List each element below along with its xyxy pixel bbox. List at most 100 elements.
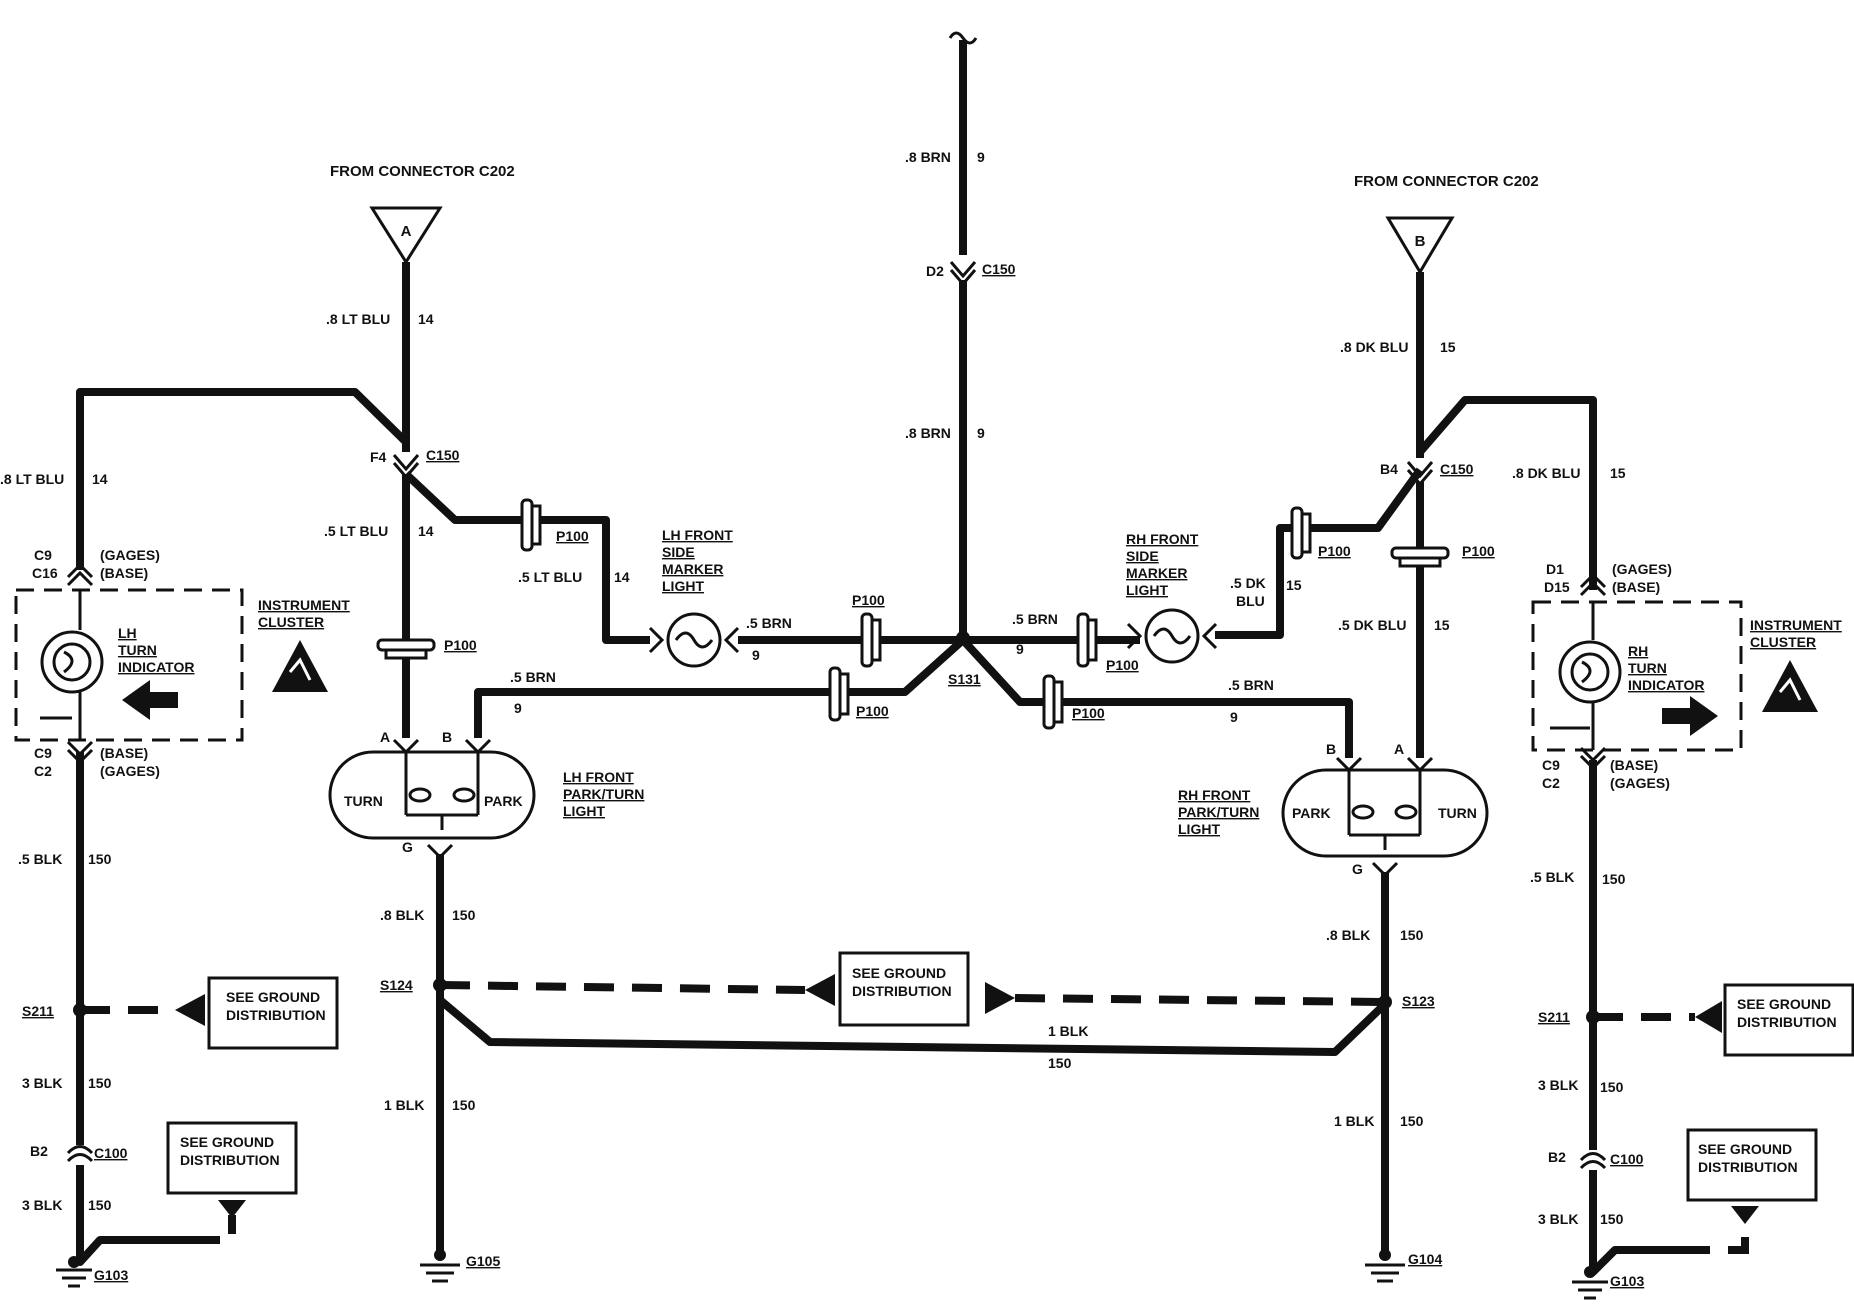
wire-label: .5 BRN (1012, 611, 1058, 627)
box-label-line1: SEE GROUND (1737, 996, 1831, 1012)
from-connector-b-label: FROM CONNECTOR C202 (1354, 173, 1539, 190)
connector-label: P100 (852, 592, 885, 608)
component-label: MARKER (1126, 565, 1187, 581)
variant-label: (GAGES) (100, 763, 160, 779)
wire-lh-cluster-feed (76, 388, 409, 570)
splice-label: S124 (380, 977, 413, 993)
wire-label: .8 BRN (905, 425, 951, 441)
component-label: PARK/TURN (563, 786, 644, 802)
ground-dist-box-s211-left: SEE GROUND DISTRIBUTION (175, 976, 339, 1050)
wire-label: 3 BLK (22, 1075, 62, 1091)
circuit-number: 15 (1286, 577, 1302, 593)
splice-s211-left (73, 1003, 87, 1017)
p100-lh-turn (376, 638, 436, 660)
rh-side-marker-bulb (1126, 608, 1218, 664)
rh-park-turn-light (1281, 756, 1489, 878)
p100-rh-turn (1390, 546, 1450, 568)
pin-label: A (1394, 741, 1404, 757)
lh-arrow-icon (122, 680, 178, 720)
wire-label: 1 BLK (384, 1097, 424, 1113)
ground-g104 (1365, 1249, 1405, 1283)
wire-label: .8 DK BLU (1340, 339, 1408, 355)
wire-s124-s123 (437, 996, 1388, 1056)
box-label-line2: DISTRIBUTION (1737, 1014, 1837, 1030)
rh-instrument-cluster (1531, 600, 1743, 752)
component-label: LIGHT (563, 803, 605, 819)
wire-label: 3 BLK (22, 1197, 62, 1213)
pin-label: B (1326, 741, 1336, 757)
wire-label: .8 DK BLU (1512, 465, 1580, 481)
component-label: MARKER (662, 561, 723, 577)
wire-rh-cluster-feed (1416, 396, 1597, 590)
component-label: LH (118, 625, 137, 641)
component-label: LIGHT (662, 578, 704, 594)
wire-label: BLU (1236, 593, 1265, 609)
circuit-number: 9 (1230, 709, 1238, 725)
circuit-number: 150 (452, 1097, 476, 1113)
box-label-line2: DISTRIBUTION (1698, 1159, 1798, 1175)
wire-label: .5 BLK (1530, 869, 1574, 885)
connector-label: P100 (1072, 705, 1105, 721)
wire-label: .5 DK BLU (1338, 617, 1406, 633)
connector-label: C2 (34, 763, 52, 779)
connector-label: D1 (1546, 561, 1564, 577)
box-label-line1: SEE GROUND (1698, 1141, 1792, 1157)
connector-label: C150 (426, 447, 460, 463)
circuit-number: 150 (88, 851, 112, 867)
lh-side-marker-bulb (648, 612, 740, 668)
splice-label: S131 (948, 671, 981, 687)
ground-label: G105 (466, 1253, 500, 1269)
connector-b-flag: B (1385, 216, 1455, 275)
p100-grommets (376, 498, 1450, 730)
p100-center-right-u (1076, 612, 1098, 668)
component-label: RH FRONT (1126, 531, 1199, 547)
ground-label: G103 (1610, 1273, 1644, 1289)
box-label-line1: SEE GROUND (180, 1134, 274, 1150)
component-label: TURN (1628, 660, 1667, 676)
pin-label: D2 (926, 263, 944, 279)
connector-label: C9 (34, 745, 52, 761)
wire-label: .8 BRN (905, 149, 951, 165)
circuit-number: 14 (614, 569, 630, 585)
esd-warning-icon-right (1762, 660, 1818, 712)
box-label-line2: DISTRIBUTION (226, 1007, 326, 1023)
dash-g103-right (1680, 1222, 1749, 1254)
pin-label: B4 (1380, 461, 1398, 477)
connector-b-letter: B (1415, 233, 1426, 250)
p100-center-upper (860, 612, 882, 668)
ground-dist-box-s211-right: SEE GROUND DISTRIBUTION (1695, 983, 1854, 1057)
circuit-number: 9 (752, 647, 760, 663)
wire-rh-cluster-ground (1589, 760, 1680, 1276)
variant-label: (BASE) (100, 565, 148, 581)
circuit-number: 150 (1600, 1079, 1624, 1095)
connector-label: C150 (982, 261, 1016, 277)
wire-label: .5 BLK (18, 851, 62, 867)
wire-s131-lh-park (474, 637, 966, 738)
splice-s211-right (1586, 1010, 1600, 1024)
ground-dist-box-g103-left: SEE GROUND DISTRIBUTION (166, 1121, 298, 1218)
pin-label: B2 (30, 1143, 48, 1159)
component-label: CLUSTER (258, 614, 324, 630)
splice-label: S211 (1538, 1009, 1570, 1025)
circuit-number: 150 (1048, 1055, 1072, 1071)
wire-lh-marker (403, 471, 650, 644)
pin-label: F4 (370, 449, 387, 465)
component-label: CLUSTER (1750, 634, 1816, 650)
splice-s123 (1378, 995, 1392, 1009)
connector-label: C100 (94, 1145, 128, 1161)
dash-s124 (439, 981, 806, 994)
cluster-connector-rh-top (1579, 572, 1607, 597)
pin-label: A (380, 729, 390, 745)
wire-label: .8 LT BLU (326, 311, 390, 327)
from-connector-a-label: FROM CONNECTOR C202 (330, 163, 515, 180)
text-labels: FROM CONNECTOR C202 FROM CONNECTOR C202 … (0, 149, 1842, 1289)
circuit-number: 14 (418, 523, 434, 539)
circuit-number: 150 (1400, 1113, 1424, 1129)
connector-label: P100 (1318, 543, 1351, 559)
wire-rh-marker (1215, 467, 1424, 639)
ground-g103-left (56, 1256, 92, 1288)
c150-right (1406, 461, 1434, 487)
c150-left (392, 454, 420, 480)
c100-right (1579, 1152, 1607, 1170)
variant-label: (BASE) (1612, 579, 1660, 595)
